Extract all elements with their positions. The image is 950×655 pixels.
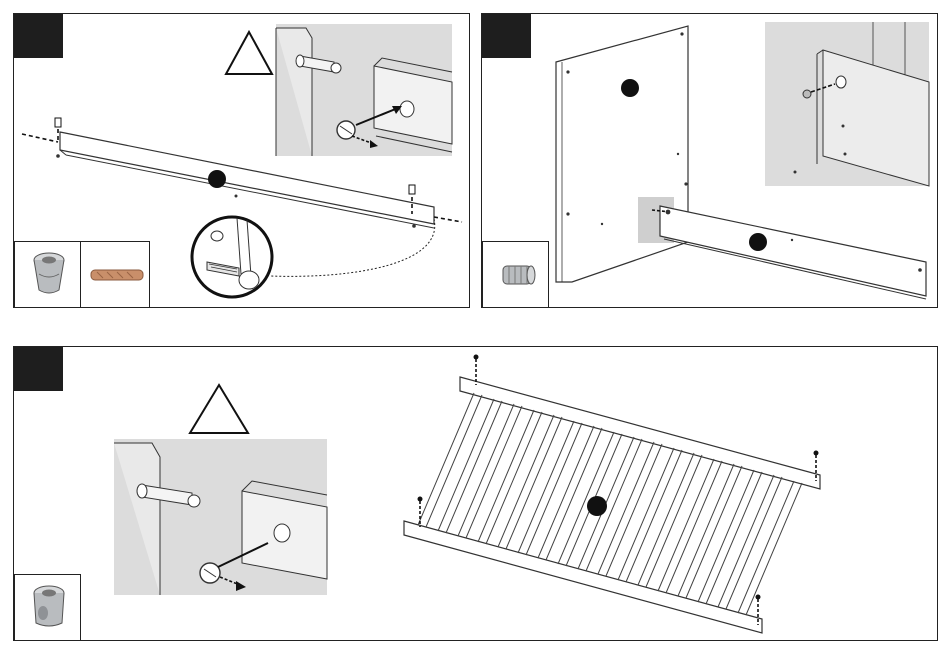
step-2-panel bbox=[481, 13, 938, 308]
step-1-marker-icon bbox=[207, 169, 227, 189]
step-3-badge bbox=[14, 347, 63, 391]
step-3-detail-inset bbox=[114, 439, 327, 595]
cam-lock-nut-icon bbox=[31, 252, 67, 298]
barrel-nut-icon bbox=[497, 260, 537, 290]
step-2-marker-side-icon bbox=[620, 78, 640, 98]
step-3-panel bbox=[13, 346, 938, 641]
step-1-part-cam-box bbox=[14, 241, 81, 308]
step-1-panel bbox=[13, 13, 470, 308]
barrel-nut-detail-drawing bbox=[765, 22, 929, 186]
step-2-marker-rail-icon bbox=[748, 232, 768, 252]
cam-lock-detail-drawing bbox=[114, 439, 327, 595]
step-3-number bbox=[14, 347, 63, 391]
step-2-part-barrel-box bbox=[482, 241, 549, 308]
step-1-magnifier-callout bbox=[189, 214, 275, 300]
warning-triangle-icon bbox=[188, 383, 250, 435]
step-3-part-cam-box bbox=[14, 574, 81, 641]
step-3-rail-assembly-drawing bbox=[394, 347, 834, 642]
step-3-marker-icon bbox=[586, 495, 608, 517]
wooden-dowel-icon bbox=[89, 266, 145, 284]
cam-lock-nut-icon bbox=[31, 585, 67, 631]
step-2-detail-inset bbox=[765, 22, 929, 186]
step-1-part-dowel-box bbox=[80, 241, 150, 308]
